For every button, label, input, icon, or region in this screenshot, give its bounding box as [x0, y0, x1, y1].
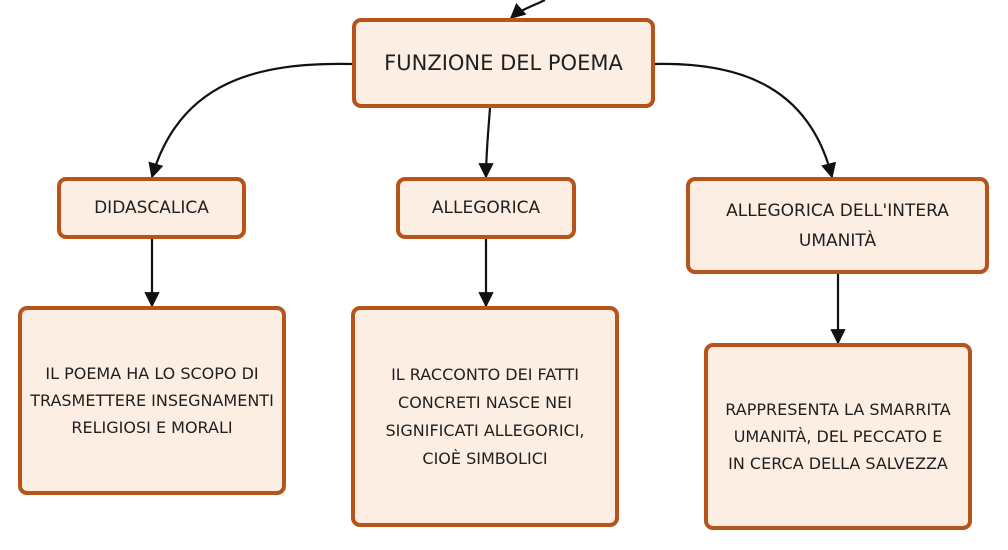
node-allegorica-umanita[interactable]: ALLEGORICA DELL'INTERA UMANITÀ — [686, 177, 989, 274]
description-allegorica-text: IL RACCONTO DEI FATTI CONCRETI NASCE NEI… — [385, 364, 585, 468]
connector-root-allegorica — [478, 107, 494, 179]
description-allegorica[interactable]: IL RACCONTO DEI FATTI CONCRETI NASCE NEI… — [351, 306, 619, 527]
root-node-label: FUNZIONE DEL POEMA — [384, 51, 623, 75]
root-node[interactable]: FUNZIONE DEL POEMA — [352, 18, 655, 108]
node-allegorica-umanita-label: ALLEGORICA DELL'INTERA UMANITÀ — [726, 200, 949, 251]
node-allegorica[interactable]: ALLEGORICA — [396, 177, 576, 239]
node-didascalica-label: DIDASCALICA — [94, 198, 209, 218]
connector-root-didascalica — [148, 62, 353, 179]
description-allegorica-umanita-text: RAPPRESENTA LA SMARRITA UMANITÀ, DEL PEC… — [725, 400, 951, 473]
description-allegorica-umanita[interactable]: RAPPRESENTA LA SMARRITA UMANITÀ, DEL PEC… — [704, 343, 972, 530]
connector-incoming — [509, 0, 546, 20]
description-didascalica-text: IL POEMA HA LO SCOPO DI TRASMETTERE INSE… — [30, 364, 274, 437]
node-allegorica-label: ALLEGORICA — [431, 198, 541, 218]
connector-root-umanita — [654, 62, 837, 179]
description-didascalica[interactable]: IL POEMA HA LO SCOPO DI TRASMETTERE INSE… — [18, 306, 286, 495]
node-didascalica[interactable]: DIDASCALICA — [57, 177, 246, 239]
